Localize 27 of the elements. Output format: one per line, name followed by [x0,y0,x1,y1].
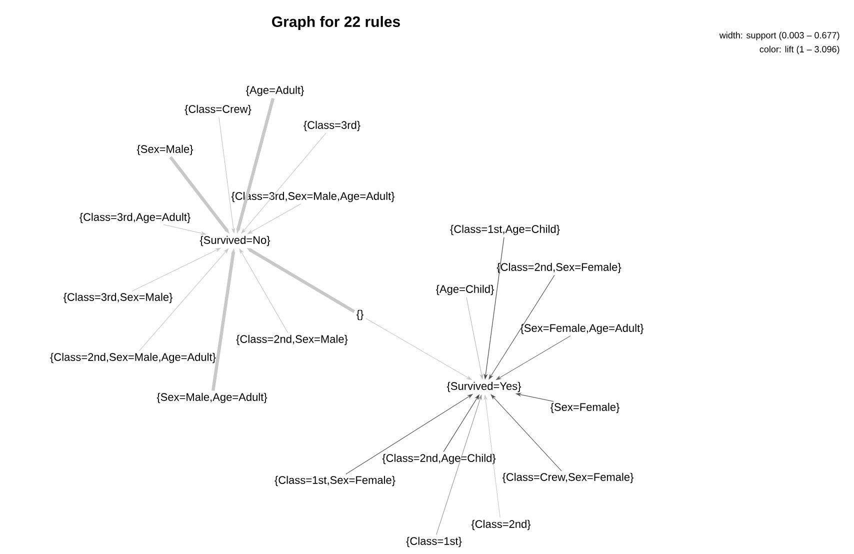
itemset-label: {Sex=Female} [550,402,620,414]
legend-note: width: support (0.003 – 0.677) [719,32,840,40]
itemset-label: {} [356,310,364,320]
itemset-label: {Class=Crew,Sex=Female} [502,472,634,484]
itemset-label: {Sex=Female,Age=Adult} [520,324,644,334]
itemset-label: {Class=1st} [406,536,462,548]
legend-note: color: lift (1 – 3.096) [760,46,840,54]
itemset-label: {Class=3rd} [304,120,360,132]
itemset-label: {Class=3rd,Sex=Male,Age=Adult} [231,192,395,202]
chart-title: Graph for 22 rules [272,16,400,30]
itemset-label: {Class=2nd,Age=Child} [382,454,496,464]
itemset-label: {Class=2nd,Sex=Male,Age=Adult} [50,352,216,364]
itemset-label: {Class=3rd,Age=Adult} [80,212,190,224]
itemset-label: {Age=Adult} [246,86,304,96]
itemset-label: {Class=2nd,Sex=Female} [496,262,622,274]
itemset-label: {Sex=Male} [136,144,194,156]
itemset-label: {Class=Crew} [184,104,252,116]
itemset-label: {Age=Child} [436,284,494,296]
itemset-label: {Class=3rd,Sex=Male} [63,292,172,304]
itemset-label: {Class=1st,Age=Child} [450,224,560,236]
arrow [490,394,562,472]
itemset-label: {Sex=Male,Age=Adult} [156,392,268,404]
itemset-label: {Class=2nd,Sex=Male} [236,334,348,346]
itemset-label: {Survived=No} [200,236,270,246]
itemset-label: {Class=1st,Sex=Female} [274,476,396,486]
itemset-label: {Survived=Yes} [446,382,522,392]
itemset-label: {Class=2nd} [471,520,531,530]
